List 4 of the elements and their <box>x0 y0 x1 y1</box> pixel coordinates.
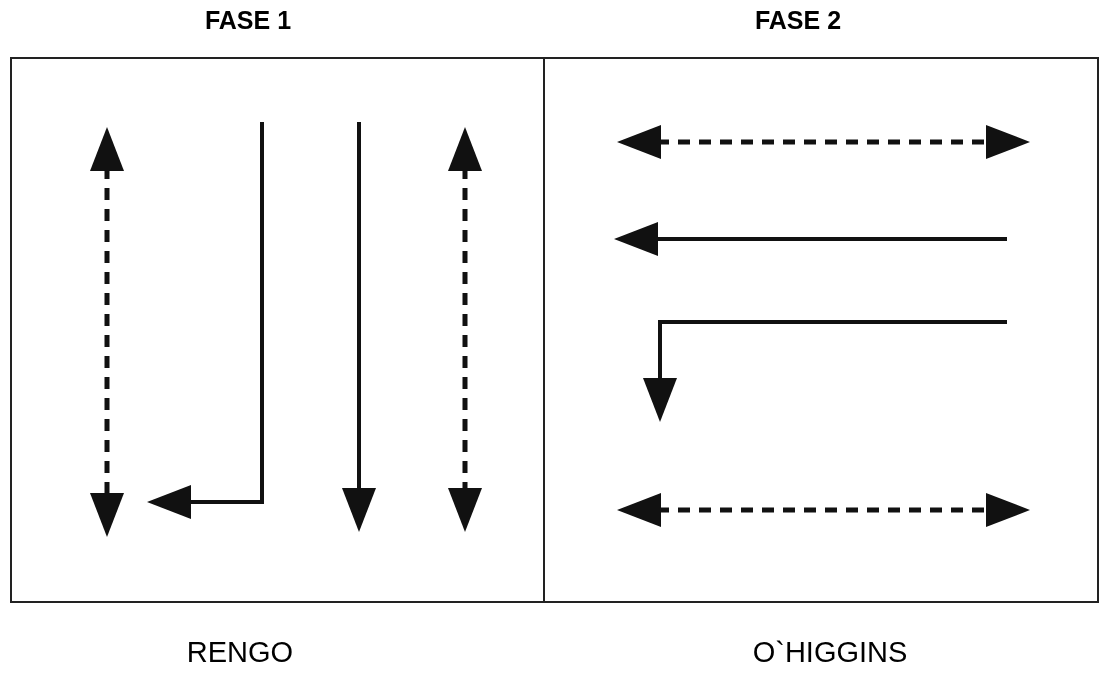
street-name: O`HIGGINS <box>752 636 908 669</box>
street-name: RENGO <box>186 636 294 669</box>
phase-heading: FASE 2 <box>754 6 842 35</box>
phase-heading: FASE 1 <box>204 6 292 35</box>
